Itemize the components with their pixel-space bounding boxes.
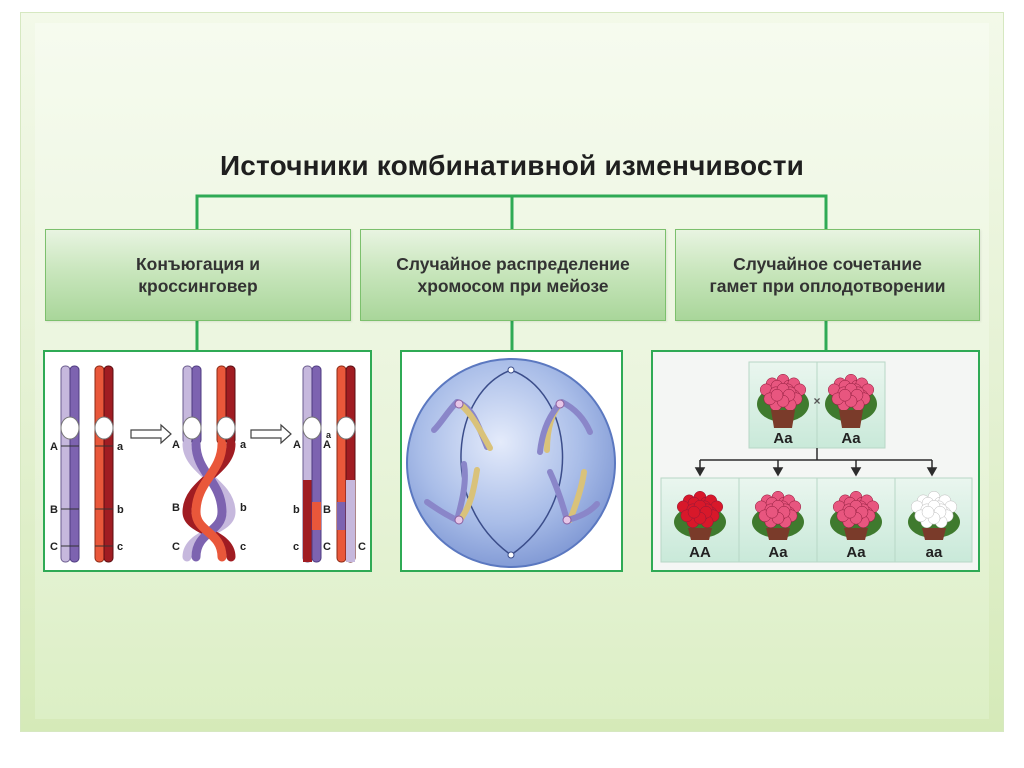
meiosis-panel — [400, 350, 623, 572]
crossing-strands — [182, 439, 236, 562]
crossing-over-panel: A a B b C c A a B b C c — [43, 350, 372, 572]
label-b: b — [117, 504, 124, 516]
centromere — [94, 416, 114, 440]
offspring-plant — [830, 490, 882, 540]
box-random-distribution-label: Случайное распределение хромосом при мей… — [396, 254, 630, 296]
box-conjugation: Конъюгация и кроссинговер — [45, 229, 351, 321]
offspring-plant — [674, 490, 726, 540]
label-C: C — [358, 541, 366, 553]
chromosome-orange — [94, 365, 105, 563]
label-A: A — [293, 439, 301, 451]
arrow-icon — [250, 423, 292, 445]
box-conjugation-label: Конъюгация и кроссинговер — [135, 254, 260, 296]
label-C: C — [50, 541, 58, 553]
offspring-plant — [908, 490, 960, 540]
spindle-fibers — [460, 369, 564, 556]
label-a: a — [117, 441, 124, 453]
centromere — [60, 416, 80, 440]
fertilization-panel: × Aa Aa AA Aa Aa aa — [651, 350, 980, 572]
offspring-genotype: aa — [926, 544, 943, 561]
offspring-arrows — [694, 448, 938, 477]
label-c: c — [240, 541, 246, 553]
chromosome-dark-purple — [69, 365, 80, 563]
diagram-title: Источники комбинативной изменчивости — [219, 150, 805, 181]
label-a: a — [326, 430, 332, 440]
label-C: C — [323, 541, 331, 553]
label-A: A — [50, 441, 58, 453]
parent-plant-left — [757, 373, 809, 428]
fertilization-illustration: × Aa Aa AA Aa Aa aa — [660, 361, 973, 563]
offspring-plant — [752, 490, 804, 540]
parent-genotype-left: Aa — [773, 430, 793, 447]
offspring-genotype: Aa — [768, 544, 788, 561]
parent-plant-right — [825, 373, 877, 428]
label-b: b — [293, 504, 300, 516]
label-A: A — [323, 439, 331, 451]
label-B: B — [323, 504, 331, 516]
label-C: C — [172, 541, 180, 553]
cell-membrane — [406, 358, 616, 568]
label-B: B — [50, 504, 58, 516]
label-c: c — [293, 541, 299, 553]
label-A: A — [172, 439, 180, 451]
meiosis-cell-illustration — [406, 358, 616, 568]
box-random-distribution: Случайное распределение хромосом при мей… — [360, 229, 666, 321]
label-b: b — [240, 502, 247, 514]
parent-genotype-right: Aa — [841, 430, 861, 447]
chromosome-light-purple — [60, 365, 71, 563]
box-random-combination: Случайное сочетание гамет при оплодотвор… — [675, 229, 980, 321]
cross-symbol: × — [813, 394, 820, 408]
label-B: B — [172, 502, 180, 514]
label-c: c — [117, 541, 123, 553]
recombinant-chromatids — [302, 365, 356, 563]
offspring-genotype: Aa — [846, 544, 866, 561]
chromosome-dark-red — [103, 365, 114, 563]
label-a: a — [240, 439, 247, 451]
box-random-combination-label: Случайное сочетание гамет при оплодотвор… — [709, 254, 946, 296]
arrow-icon — [130, 423, 172, 445]
crossing-over-illustration: A a B b C c A a B b C c — [50, 365, 366, 563]
offspring-genotype: AA — [689, 544, 711, 561]
